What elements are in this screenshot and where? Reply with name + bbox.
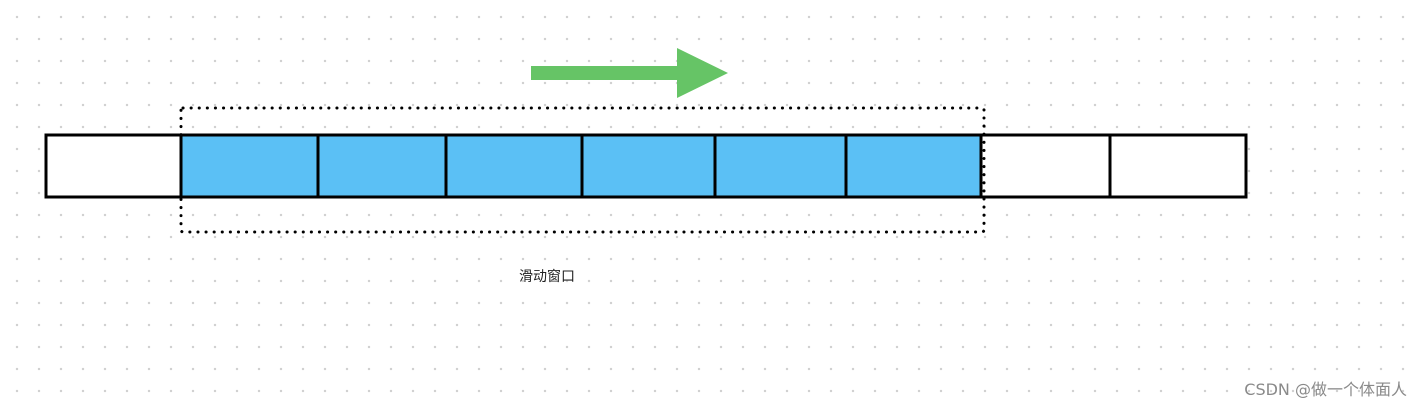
window-cell [316, 133, 448, 199]
array-cell [44, 133, 183, 199]
array-cell [979, 133, 1112, 199]
window-label: 滑动窗口 [519, 269, 575, 285]
window-cell [179, 133, 320, 199]
watermark: CSDN @做一个体面人 [1244, 380, 1407, 399]
window-cell [444, 133, 584, 199]
window-cell [844, 133, 983, 199]
array-cells [44, 133, 1248, 199]
direction-arrow [531, 48, 728, 98]
window-cell [580, 133, 717, 199]
arrow-right-icon [677, 48, 728, 98]
arrow-shaft [531, 66, 681, 80]
array-cell [1108, 133, 1248, 199]
window-cell [713, 133, 848, 199]
